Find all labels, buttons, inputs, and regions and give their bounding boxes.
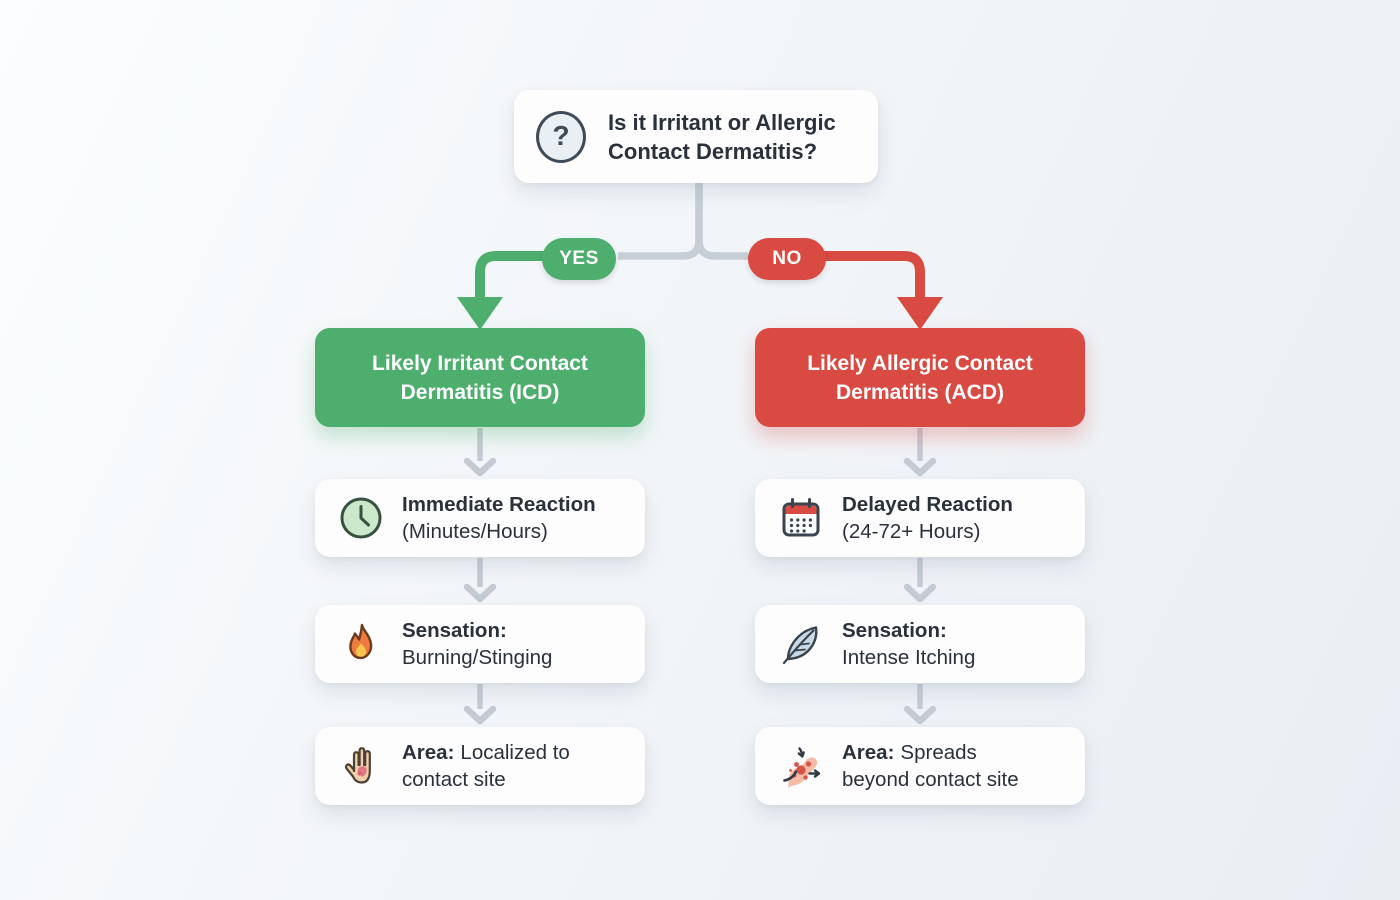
acd-result-line1: Likely Allergic Contact bbox=[807, 351, 1033, 375]
icd-area-text: Area:Localized to contact site bbox=[402, 741, 570, 791]
acd-result-box: Likely Allergic Contact Dermatitis (ACD) bbox=[755, 328, 1085, 427]
yes-badge: YES bbox=[542, 238, 616, 280]
acd-result-line2: Dermatitis (ACD) bbox=[835, 380, 1005, 404]
icd-result-box: Likely Irritant Contact Dermatitis (ICD) bbox=[315, 328, 645, 427]
feather-icon bbox=[777, 620, 825, 668]
calendar-icon bbox=[777, 494, 825, 542]
acd-sensation-card: Sensation: Intense Itching bbox=[755, 605, 1085, 683]
clock-icon bbox=[337, 494, 385, 542]
icd-result-line1: Likely Irritant Contact bbox=[372, 351, 588, 375]
acd-timing-text: Delayed Reaction (24-72+ Hours) bbox=[842, 493, 1013, 543]
icd-area-card: Area:Localized to contact site bbox=[315, 727, 645, 805]
hand-rash-icon bbox=[337, 742, 385, 790]
question-mark-icon: ? bbox=[536, 110, 586, 163]
question-card: ? Is it Irritant or Allergic Contact Der… bbox=[514, 90, 878, 183]
question-title: Is it Irritant or Allergic Contact Derma… bbox=[608, 108, 836, 166]
question-title-line1: Is it Irritant or Allergic bbox=[608, 109, 836, 135]
acd-timing-card: Delayed Reaction (24-72+ Hours) bbox=[755, 479, 1085, 557]
acd-area-card: Area:Spreads beyond contact site bbox=[755, 727, 1085, 805]
icd-sensation-text: Sensation: Burning/Stinging bbox=[402, 619, 553, 669]
acd-area-text: Area:Spreads beyond contact site bbox=[842, 741, 1019, 791]
icd-timing-text: Immediate Reaction (Minutes/Hours) bbox=[402, 493, 596, 543]
acd-sensation-text: Sensation: Intense Itching bbox=[842, 619, 976, 669]
spreading-rash-icon bbox=[777, 742, 825, 790]
no-badge: NO bbox=[748, 238, 826, 280]
question-title-line2: Contact Dermatitis? bbox=[608, 138, 818, 164]
icd-timing-card: Immediate Reaction (Minutes/Hours) bbox=[315, 479, 645, 557]
icd-sensation-card: Sensation: Burning/Stinging bbox=[315, 605, 645, 683]
flame-icon bbox=[337, 620, 385, 668]
icd-result-line2: Dermatitis (ICD) bbox=[400, 380, 560, 404]
